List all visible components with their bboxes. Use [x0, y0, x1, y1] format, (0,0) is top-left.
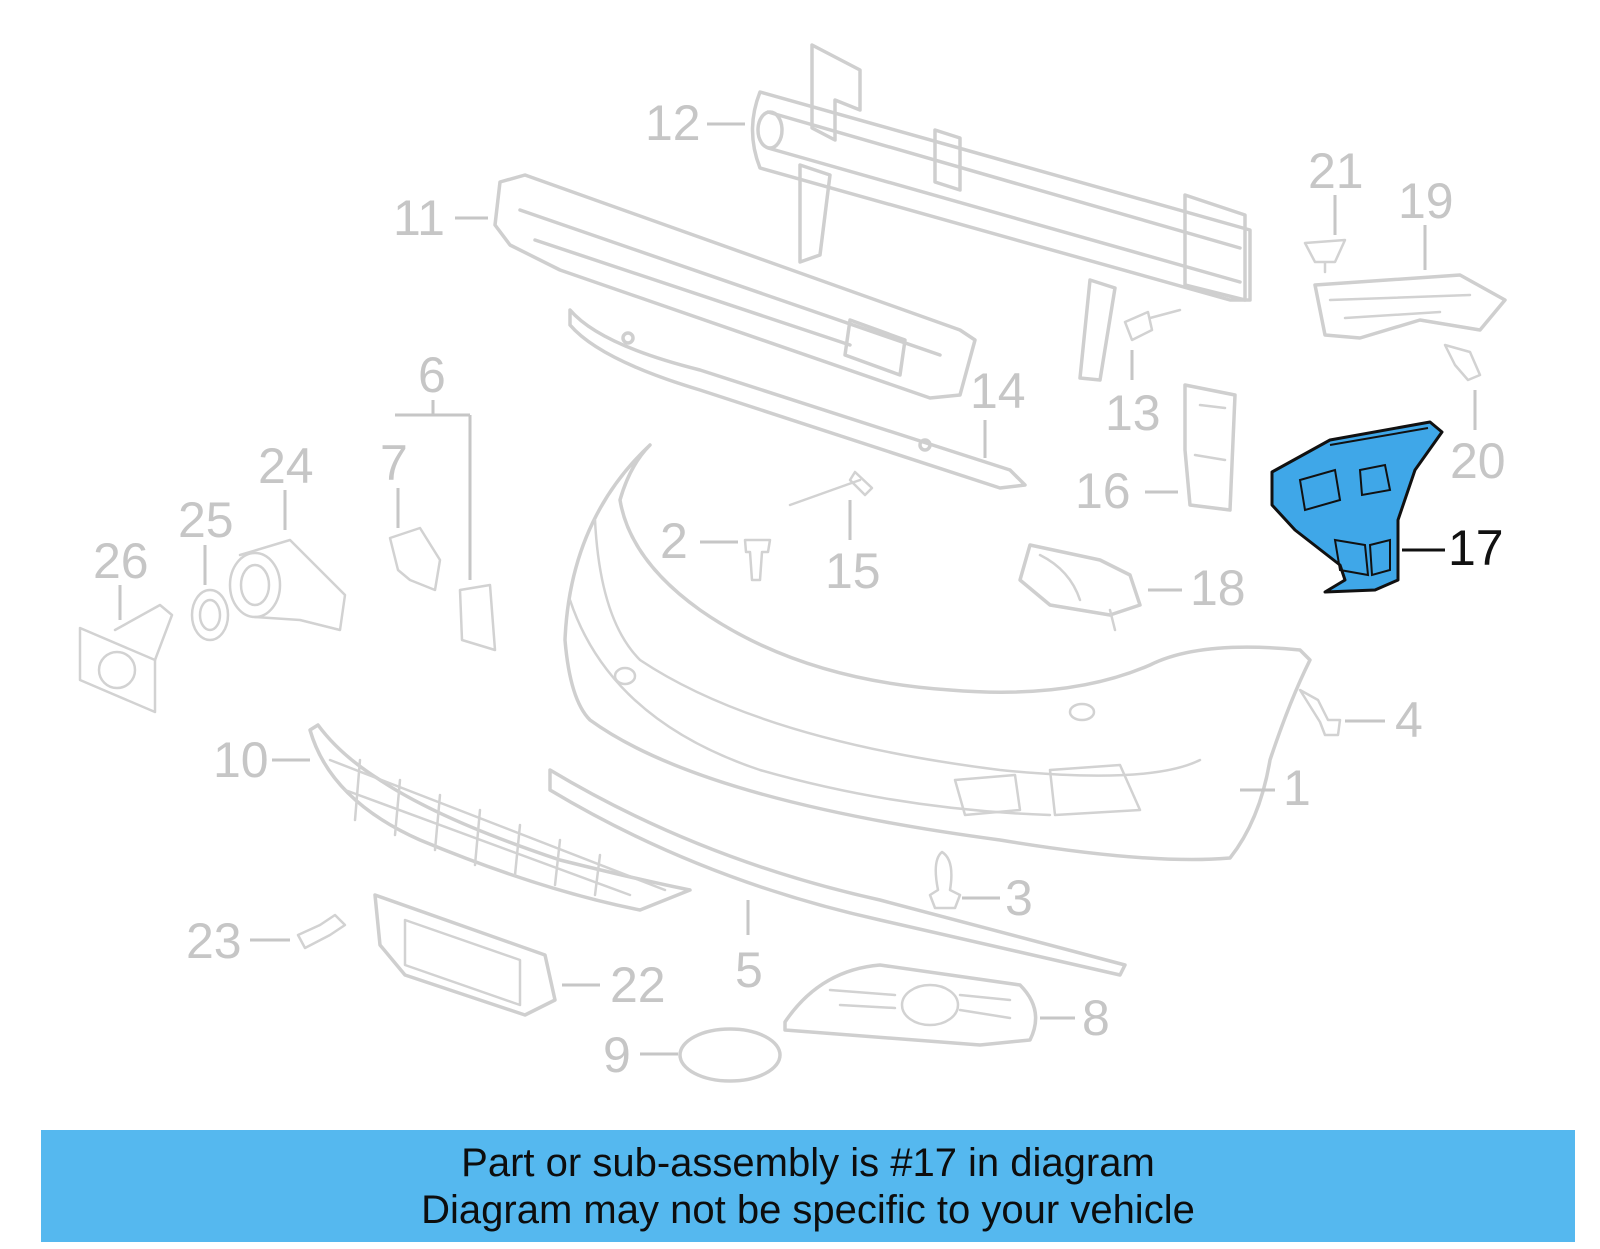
part-20-screw: [1443, 343, 1482, 382]
part-1-bumper-cover: [563, 443, 1312, 862]
part-8-fog-grille: [783, 963, 1038, 1047]
part-13-bolt: [1123, 308, 1182, 342]
callout-24: 24: [258, 438, 314, 494]
part-17-highlighted-bracket[interactable]: [1270, 420, 1444, 594]
parts-diagram: 12 11 14 13 16 18 15 2 4 1 3 8 9 5 22 23…: [78, 43, 1507, 1083]
callout-16: 16: [1075, 463, 1131, 519]
callout-4: 4: [1395, 692, 1423, 748]
part-9-trim-ring: [678, 1027, 782, 1083]
callout-9: 9: [603, 1027, 631, 1083]
part-23-clip: [296, 913, 347, 950]
part-22-license-bracket: [373, 893, 557, 1017]
part-19-guide-bracket: [1313, 273, 1507, 340]
callout-17: 17: [1448, 520, 1504, 576]
banner-line-part: Part or sub-assembly is #17 in diagram: [461, 1141, 1155, 1185]
callout-21: 21: [1308, 143, 1364, 199]
part-3-clip: [928, 850, 962, 910]
part-18-fog-housing: [1018, 543, 1142, 632]
callout-22: 22: [610, 957, 666, 1013]
callout-13: 13: [1105, 385, 1161, 441]
callout-11: 11: [393, 190, 445, 246]
part-7-bracket: [388, 526, 442, 592]
leader-lines: [118, 122, 1477, 1056]
banner-line-disclaimer: Diagram may not be specific to your vehi…: [421, 1188, 1195, 1232]
part-6-cap: [458, 583, 497, 652]
part-12-reinforcement-bar: [750, 43, 1252, 382]
callout-15: 15: [825, 543, 881, 599]
callout-14: 14: [970, 363, 1026, 419]
callout-1: 1: [1283, 760, 1311, 816]
callout-6: 6: [418, 347, 446, 403]
part-10-lower-grille: [308, 723, 692, 912]
callout-5: 5: [735, 942, 763, 998]
callout-8: 8: [1082, 990, 1110, 1046]
callout-25: 25: [178, 492, 234, 548]
callout-23: 23: [186, 913, 242, 969]
callout-12: 12: [645, 95, 701, 151]
part-11-energy-absorber: [493, 173, 977, 400]
part-26-sensor-holder: [78, 603, 174, 714]
part-24-park-sensor: [228, 538, 347, 632]
part-14-trim-strip: [568, 308, 1027, 490]
part-16-bracket: [1183, 383, 1237, 512]
callout-2: 2: [660, 513, 688, 569]
info-banner: Part or sub-assembly is #17 in diagram D…: [41, 1130, 1575, 1242]
callout-3: 3: [1005, 870, 1033, 926]
callout-18: 18: [1190, 560, 1246, 616]
callout-10: 10: [213, 732, 269, 788]
part-25-sensor-ring: [190, 588, 230, 642]
callout-labels: 12 11 14 13 16 18 15 2 4 1 3 8 9 5 22 23…: [93, 95, 1506, 1083]
part-21-clip: [1303, 238, 1347, 274]
part-4-clip: [1298, 688, 1342, 737]
part-5-lower-trim: [548, 768, 1127, 977]
callout-26: 26: [93, 533, 149, 589]
callout-19: 19: [1398, 173, 1454, 229]
callout-7: 7: [380, 435, 408, 491]
callout-20: 20: [1450, 433, 1506, 489]
part-15-pin: [788, 470, 874, 507]
part-2-screw: [743, 538, 772, 582]
